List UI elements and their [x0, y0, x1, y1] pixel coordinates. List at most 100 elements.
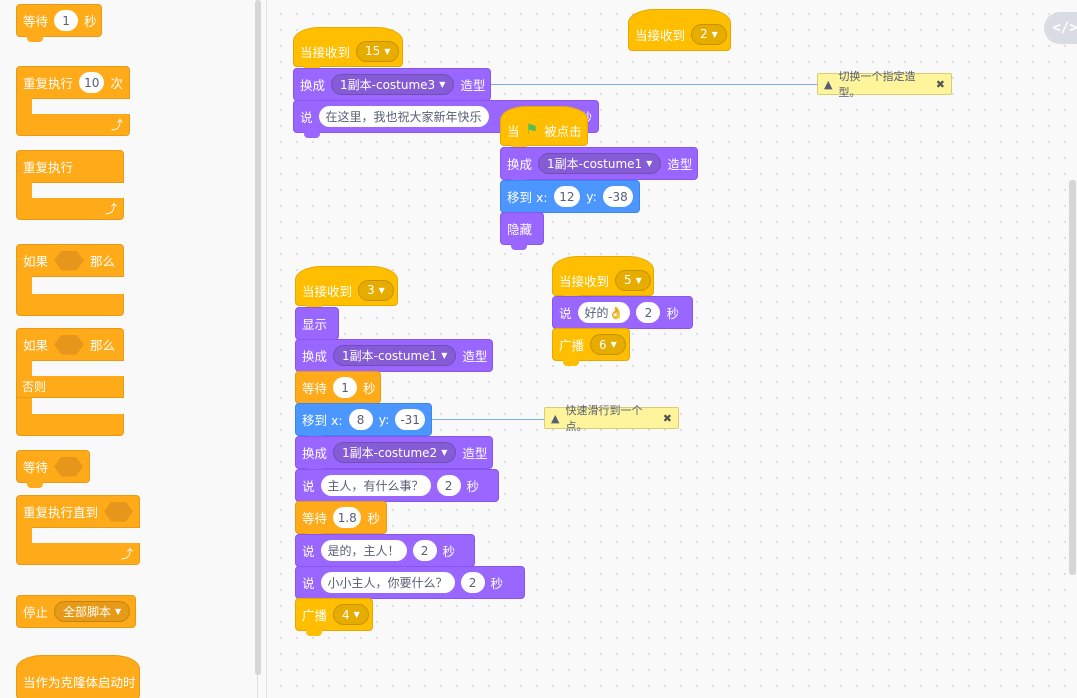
say-text-input[interactable]: 小小主人，你要什么？: [320, 572, 455, 593]
message-dropdown[interactable]: 3▼: [358, 279, 394, 301]
when-flag-clicked-hat[interactable]: 当 ⚑ 被点击: [500, 106, 588, 151]
if-then-header[interactable]: 如果 那么: [16, 244, 124, 277]
if-arm: [16, 276, 32, 294]
say-for-secs-block[interactable]: 说 好的👌 2 秒: [552, 296, 693, 334]
say-for-secs-block[interactable]: 说 小小主人，你要什么？ 2 秒: [295, 566, 525, 604]
forever-header[interactable]: 重复执行: [16, 150, 124, 183]
go-to-xy-block[interactable]: 移到 x: 12 y: -38: [500, 180, 640, 218]
collapse-triangle-icon[interactable]: ▲: [824, 77, 833, 91]
say-label: 说: [300, 110, 313, 125]
message-dropdown[interactable]: 6▼: [590, 334, 626, 355]
switch-label: 换成: [302, 349, 328, 364]
else-bar: 否则: [16, 376, 124, 398]
say-text-input[interactable]: 主人，有什么事？: [320, 475, 431, 496]
broadcast-block[interactable]: 广播 6▼: [552, 328, 630, 366]
switch-costume-block[interactable]: 换成 1副本-costume3▼ 造型: [293, 68, 491, 106]
costume-dropdown[interactable]: 1副本-costume1▼: [333, 345, 457, 366]
wait-label: 等待: [23, 14, 49, 29]
wait-block[interactable]: 等待 1 秒: [295, 371, 381, 409]
say-unit: 秒: [666, 306, 679, 321]
goto-label: 移到 x:: [507, 190, 548, 205]
wait-unit: 秒: [84, 14, 97, 29]
message-dropdown[interactable]: 2▼: [691, 23, 727, 45]
workspace-scrollbar[interactable]: [1069, 180, 1076, 575]
goto-label: 移到 x:: [302, 413, 343, 428]
message-dropdown[interactable]: 5▼: [615, 269, 651, 291]
repeat-count-input[interactable]: 10: [79, 72, 105, 93]
palette-wait-until-block[interactable]: 等待: [16, 450, 90, 488]
repeat-until-foot: ⤴: [16, 543, 140, 565]
condition-slot[interactable]: [104, 501, 133, 522]
wait-input[interactable]: 1: [54, 10, 79, 31]
costume-dropdown[interactable]: 1副本-costume2▼: [333, 442, 457, 463]
costume-dropdown[interactable]: 1副本-costume3▼: [331, 74, 455, 95]
x-input[interactable]: 8: [348, 409, 373, 430]
costume-dropdown[interactable]: 1副本-costume1▼: [538, 153, 662, 174]
wait-block[interactable]: 等待 1.8 秒: [295, 501, 387, 539]
say-text-input[interactable]: 在这里，我也祝大家新年快乐: [318, 106, 489, 127]
stop-dropdown[interactable]: 全部脚本 ▼: [54, 601, 131, 622]
say-text-input[interactable]: 是的，主人！: [320, 540, 407, 561]
caret-down-icon: ▼: [378, 285, 385, 295]
when-receive-hat-15[interactable]: 当接收到 15▼: [293, 27, 403, 72]
say-for-secs-block[interactable]: 说 主人，有什么事？ 2 秒: [295, 469, 499, 507]
when-receive-hat-2[interactable]: 当接收到 2▼: [628, 9, 731, 51]
say-secs-input[interactable]: 2: [412, 540, 437, 561]
say-for-secs-block[interactable]: 说 是的，主人！ 2 秒: [295, 534, 475, 572]
repeat-label: 重复执行: [23, 76, 74, 91]
switch-label: 换成: [300, 78, 326, 93]
say-unit: 秒: [442, 544, 456, 559]
condition-slot[interactable]: [54, 250, 85, 271]
say-label: 说: [302, 576, 315, 591]
if-else-foot: [16, 414, 124, 436]
repeat-header[interactable]: 重复执行 10 次: [16, 66, 130, 99]
hide-block[interactable]: 隐藏: [500, 212, 544, 250]
close-icon[interactable]: ✖: [662, 411, 672, 425]
block-palette: 等待 1 秒 重复执行 10 次 ⤴ 重复执行 ⤴ 如果 那么 如果: [0, 0, 258, 698]
go-to-xy-block[interactable]: 移到 x: 8 y: -31: [295, 403, 432, 441]
if-else-header[interactable]: 如果 那么: [16, 328, 124, 361]
condition-slot[interactable]: [54, 334, 85, 355]
when-receive-hat-5[interactable]: 当接收到 5▼: [552, 256, 654, 301]
collapse-triangle-icon[interactable]: ▲: [551, 411, 560, 425]
broadcast-block[interactable]: 广播 4▼: [295, 598, 373, 636]
palette-stop-block[interactable]: 停止 全部脚本 ▼: [16, 595, 136, 628]
comment-note[interactable]: ▲ 切换一个指定造型。 ✖: [817, 70, 952, 99]
if-foot: [16, 294, 124, 316]
say-secs-input[interactable]: 2: [436, 475, 461, 496]
comment-note[interactable]: ▲ 快速滑行到一个点。 ✖: [544, 404, 679, 433]
switch-costume-block[interactable]: 换成 1副本-costume2▼ 造型: [295, 436, 493, 474]
show-block[interactable]: 显示: [295, 307, 339, 345]
green-flag-icon: ⚑: [525, 122, 539, 138]
y-input[interactable]: -31: [395, 409, 425, 430]
wait-input[interactable]: 1.8: [333, 507, 362, 528]
say-secs-input[interactable]: 2: [636, 302, 661, 323]
caret-down-icon: ▼: [441, 448, 448, 457]
costume-suffix: 造型: [460, 78, 486, 93]
message-dropdown[interactable]: 15▼: [356, 40, 400, 62]
when-receive-hat-3[interactable]: 当接收到 3▼: [295, 266, 398, 311]
say-text-input[interactable]: 好的👌: [577, 302, 631, 323]
switch-costume-block[interactable]: 换成 1副本-costume1▼ 造型: [500, 147, 698, 185]
say-secs-input[interactable]: 2: [460, 572, 485, 593]
palette-clone-start-block[interactable]: 当作为克隆体启动时: [16, 655, 140, 698]
x-input[interactable]: 12: [553, 186, 581, 207]
wait-input[interactable]: 1: [333, 377, 358, 398]
then-label: 那么: [90, 338, 116, 353]
palette-scrollbar[interactable]: [255, 0, 261, 675]
repeat-until-header[interactable]: 重复执行直到: [16, 495, 140, 528]
y-input[interactable]: -38: [602, 186, 633, 207]
comment-text: 切换一个指定造型。: [838, 70, 916, 99]
message-dropdown[interactable]: 4▼: [333, 604, 369, 625]
code-view-toggle[interactable]: </>: [1044, 12, 1077, 44]
close-icon[interactable]: ✖: [935, 77, 945, 91]
say-label: 说: [302, 544, 315, 559]
wait-until-label: 等待: [23, 460, 49, 475]
switch-costume-block[interactable]: 换成 1副本-costume1▼ 造型: [295, 339, 493, 377]
say-unit: 秒: [466, 479, 480, 494]
wait-label: 等待: [302, 381, 328, 396]
loop-arrow-icon: ⤴: [110, 118, 123, 132]
palette-wait-block[interactable]: 等待 1 秒: [16, 4, 102, 42]
costume-value: 1副本-costume2: [342, 446, 438, 460]
condition-slot[interactable]: [54, 456, 83, 477]
